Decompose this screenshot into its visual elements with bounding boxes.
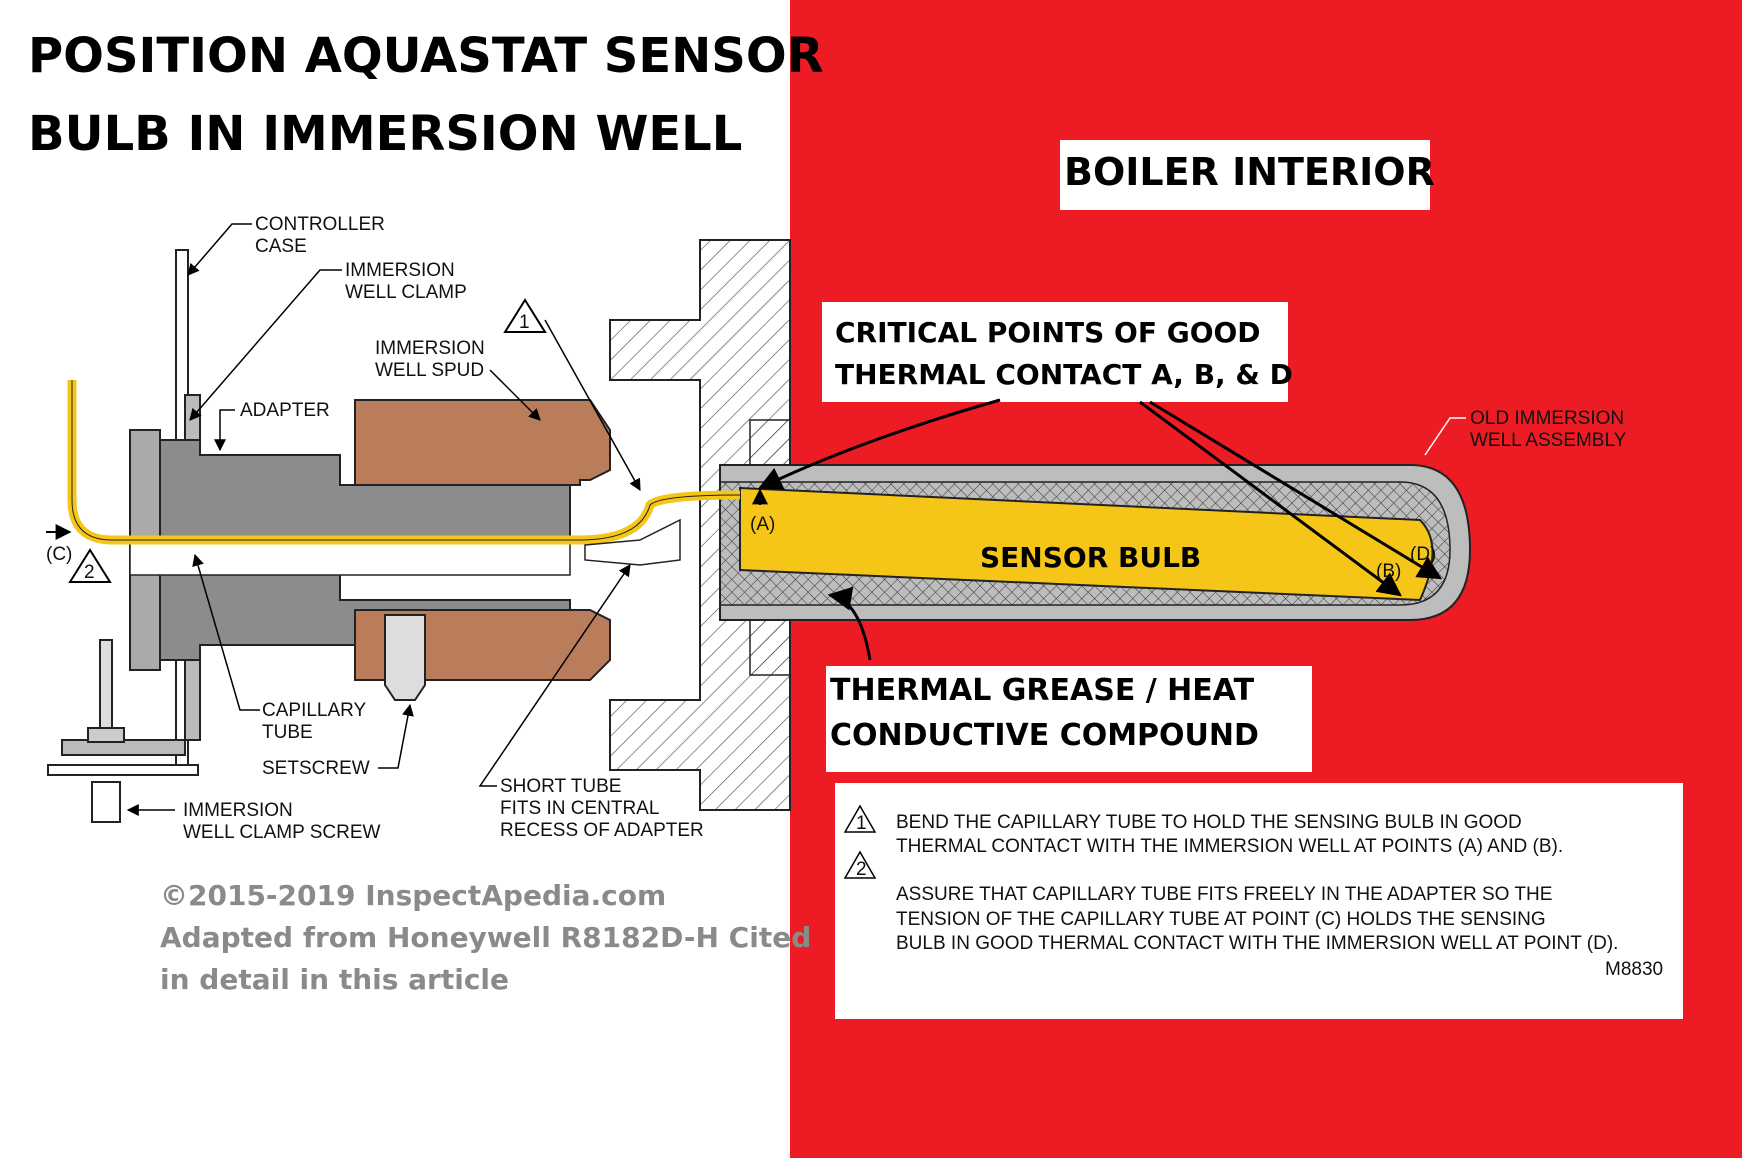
triangle-2-icon <box>68 548 112 583</box>
triangle-2-label: 2 <box>84 562 95 583</box>
immersion-well-spud <box>354 399 611 486</box>
note-1-triangle-label: 1 <box>856 813 867 834</box>
clamp-screw-tip <box>91 781 121 823</box>
spud-label-2: WELL SPUD <box>375 360 484 381</box>
boiler-interior-box <box>1060 140 1430 210</box>
note-code: M8830 <box>1605 959 1663 980</box>
clamp-screw-label-1: IMMERSION <box>183 800 293 821</box>
setscrew-label: SETSCREW <box>262 758 370 779</box>
immersion-well-clamp <box>61 394 201 756</box>
note-2-line-1: ASSURE THAT CAPILLARY TUBE FITS FREELY I… <box>896 884 1552 905</box>
short-tube-leader <box>478 564 631 787</box>
immersion-clamp-label-2: WELL CLAMP <box>345 282 467 303</box>
setscrew-leader <box>378 703 414 769</box>
triangle-1-leader <box>544 319 641 492</box>
note-1-triangle-icon <box>843 804 877 833</box>
old-well-label-1: OLD IMMERSION <box>1470 408 1624 429</box>
setscrew <box>384 614 426 701</box>
spud-leader <box>489 369 541 421</box>
short-tube <box>584 518 681 566</box>
point-c-label: (C) <box>46 544 72 565</box>
controller-case-label-1: CONTROLLER <box>255 214 385 235</box>
title-line-2: BULB IN IMMERSION WELL <box>28 106 742 162</box>
arrow-to-point-d <box>1149 400 1443 580</box>
immersion-clamp-label-1: IMMERSION <box>345 260 455 281</box>
old-well-leader <box>1424 417 1466 456</box>
sensor-bulb-label: SENSOR BULB <box>980 541 1201 574</box>
clamp-screw-label-2: WELL CLAMP SCREW <box>183 822 380 843</box>
immersion-clamp-leader <box>189 269 342 421</box>
credit-line-1: ©2015-2019 InspectApedia.com <box>160 879 666 912</box>
controller-case-leader <box>187 223 252 276</box>
note-2-line-3: BULB IN GOOD THERMAL CONTACT WITH THE IM… <box>896 933 1618 954</box>
old-well-label-2: WELL ASSEMBLY <box>1470 430 1627 451</box>
triangle-1-label: 1 <box>519 312 530 333</box>
capillary-leader <box>192 553 260 711</box>
capillary-tube-outline <box>71 380 741 541</box>
short-tube-label-3: RECESS OF ADAPTER <box>500 820 704 841</box>
arrow-to-point-a <box>757 398 1001 490</box>
note-2-line-2: TENSION OF THE CAPILLARY TUBE AT POINT (… <box>896 909 1546 930</box>
capillary-label-2: TUBE <box>262 722 313 743</box>
note-2-triangle-icon <box>843 850 877 879</box>
notes-box <box>835 783 1683 1019</box>
note-1-line-1: BEND THE CAPILLARY TUBE TO HOLD THE SENS… <box>896 812 1522 833</box>
point-a-label: (A) <box>750 514 775 535</box>
triangle-1-icon <box>503 298 547 333</box>
controller-case-label-2: CASE <box>255 236 307 257</box>
thermal-grease-box <box>826 666 1312 772</box>
arrow-to-grease <box>827 586 872 661</box>
arrow-to-point-b <box>1139 400 1402 597</box>
adapter-leader <box>214 409 235 452</box>
clamp-screw-nut <box>87 727 125 743</box>
credit-line-3: in detail in this article <box>160 963 509 996</box>
adapter-label: ADAPTER <box>240 400 330 421</box>
thermal-grease-line-2: CONDUCTIVE COMPOUND <box>830 718 1259 753</box>
note-2-triangle-label: 2 <box>856 859 867 880</box>
capillary-label-1: CAPILLARY <box>262 700 367 721</box>
point-b-label: (B) <box>1376 561 1401 582</box>
short-tube-label-2: FITS IN CENTRAL <box>500 798 659 819</box>
short-tube-label-1: SHORT TUBE <box>500 776 621 797</box>
spud-label-1: IMMERSION <box>375 338 485 359</box>
critical-points-line-2: THERMAL CONTACT A, B, & D <box>835 358 1293 391</box>
critical-points-line-1: CRITICAL POINTS OF GOOD <box>835 316 1261 349</box>
note-1-line-2: THERMAL CONTACT WITH THE IMMERSION WELL … <box>896 836 1563 857</box>
thermal-grease-line-1: THERMAL GREASE / HEAT <box>830 673 1255 708</box>
boiler-interior-label: BOILER INTERIOR <box>1064 150 1435 194</box>
boiler-wall <box>609 239 791 811</box>
point-d-label: (D) <box>1410 544 1436 565</box>
title-line-1: POSITION AQUASTAT SENSOR <box>28 28 824 84</box>
credit-line-2: Adapted from Honeywell R8182D-H Cited <box>160 921 811 954</box>
clamp-screw <box>99 639 113 741</box>
critical-points-box <box>822 302 1288 402</box>
base-plate <box>47 764 199 776</box>
